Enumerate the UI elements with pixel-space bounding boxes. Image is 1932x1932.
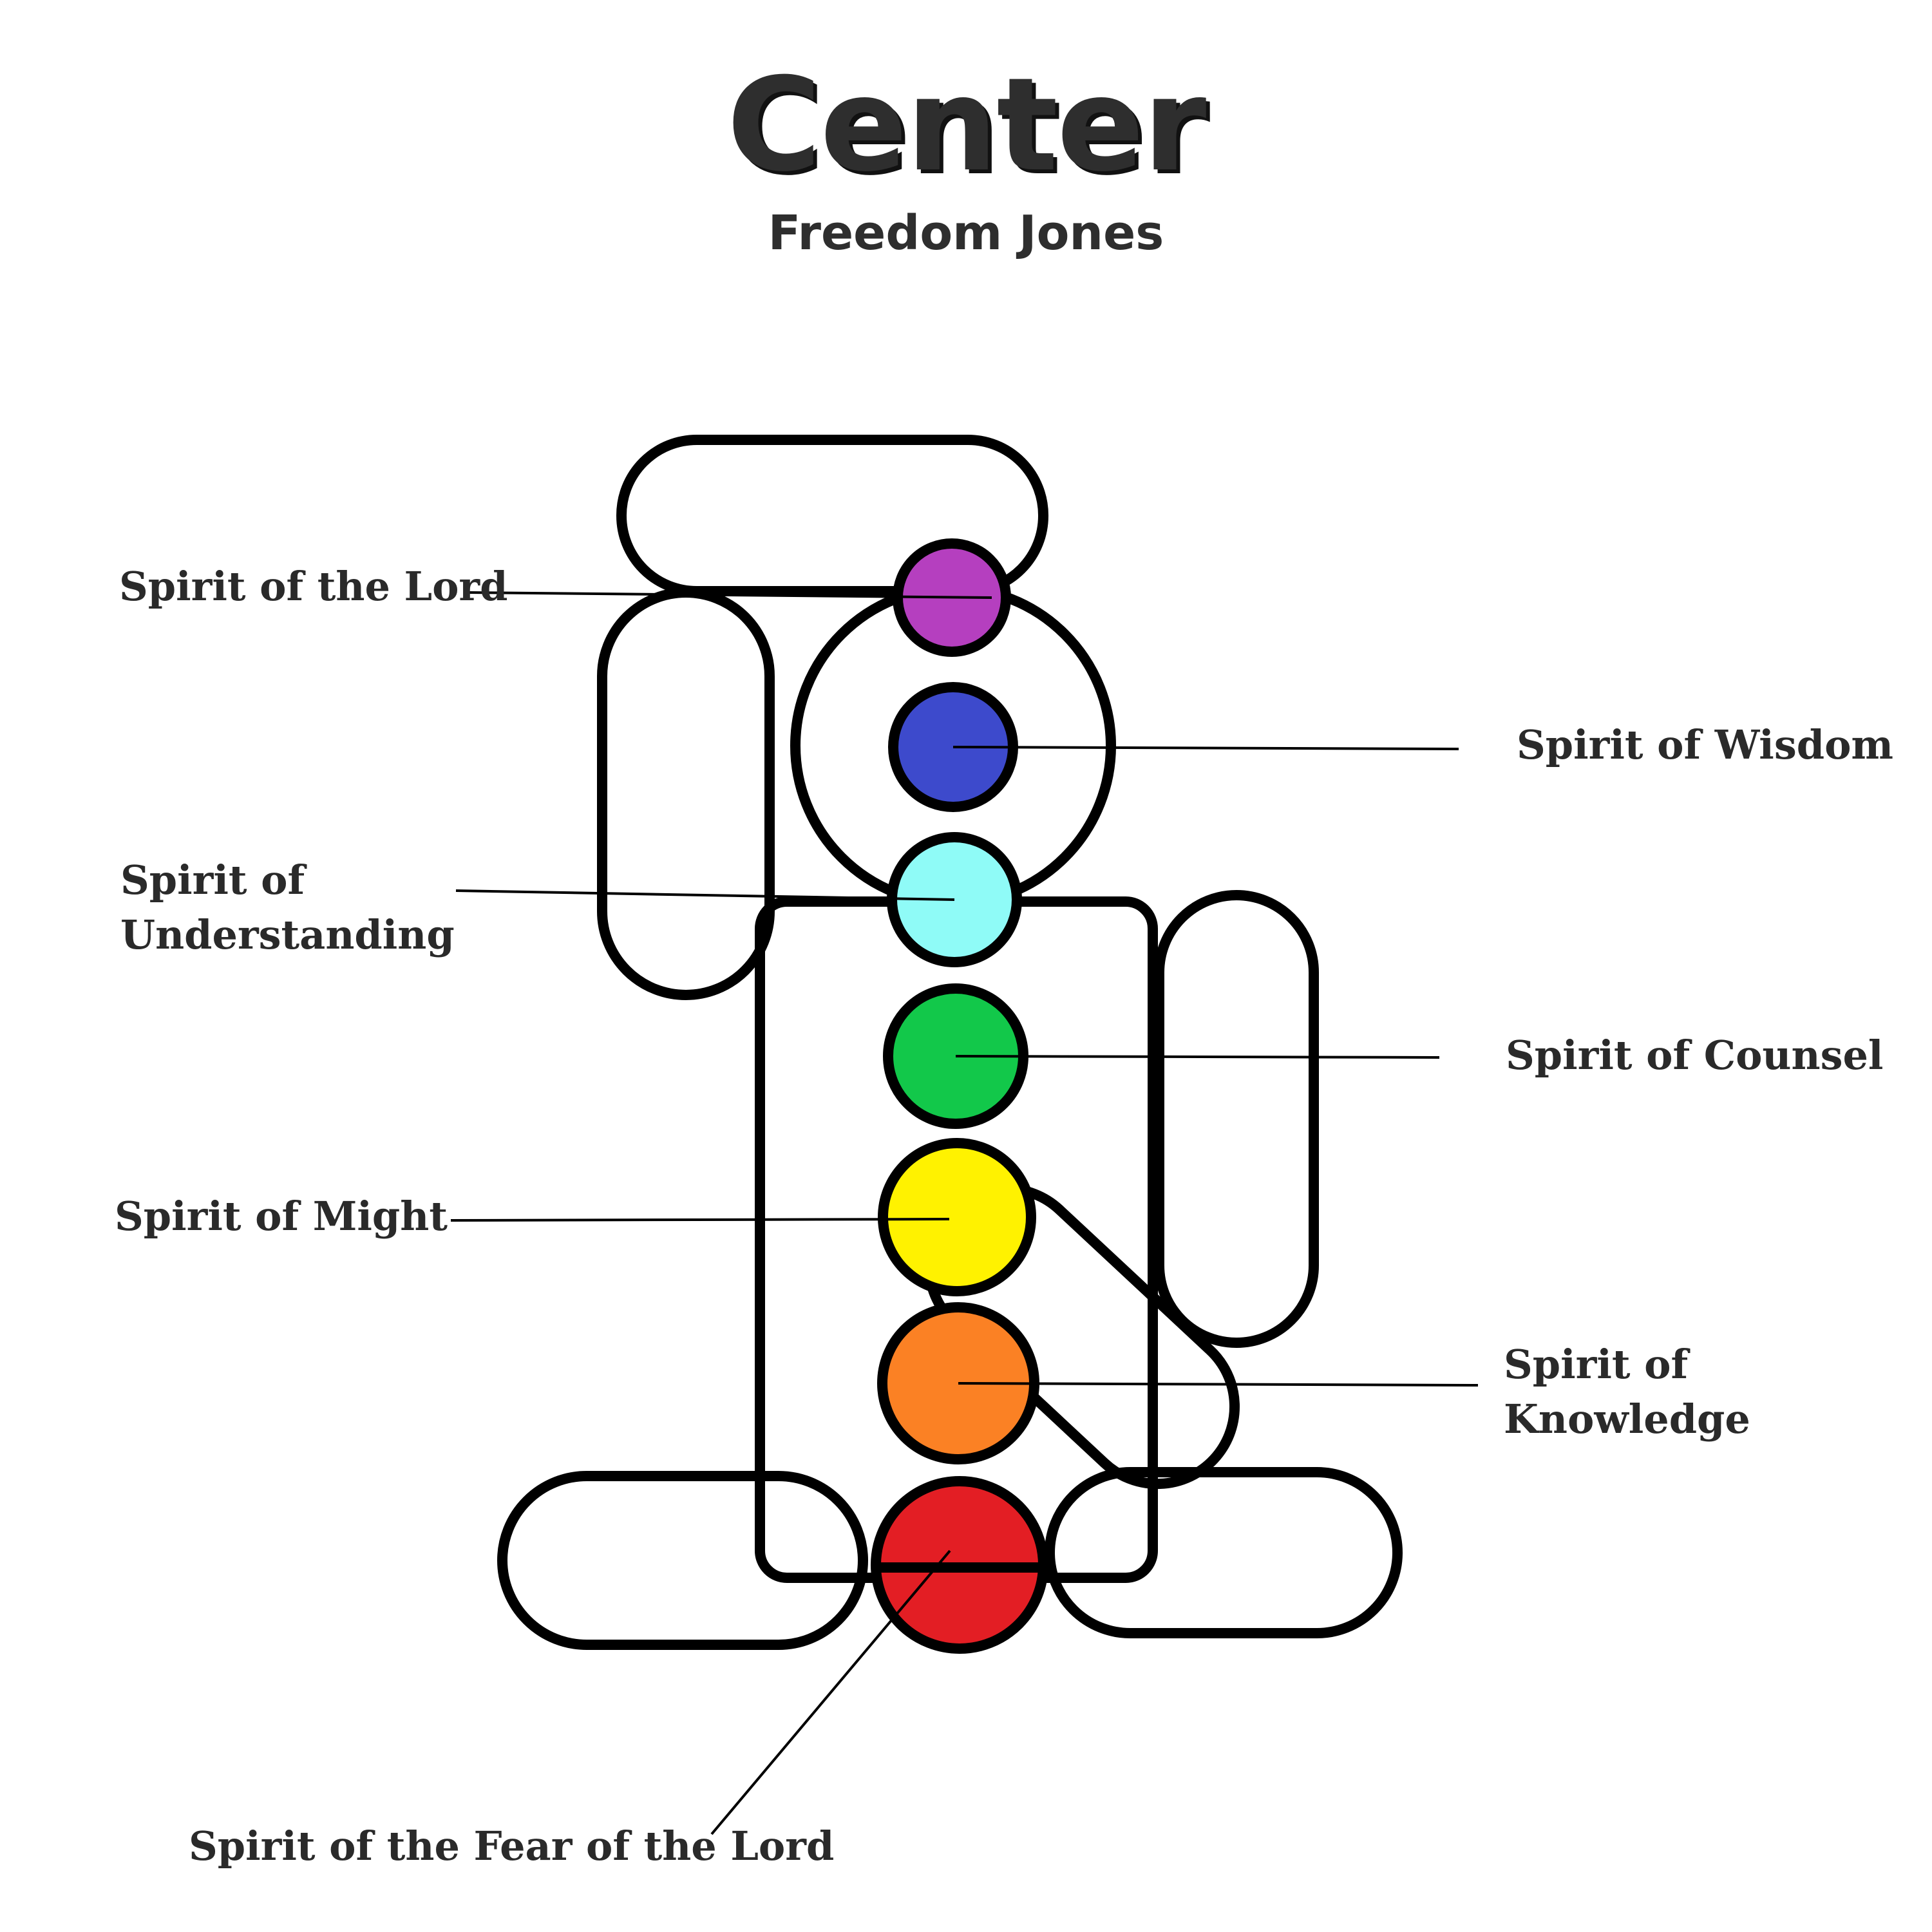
leader-line-fear <box>710 1549 951 1835</box>
figure-right-leg <box>1045 1467 1403 1638</box>
label-spirit-of-wisdom: Spirit of Wisdom <box>1517 721 1893 768</box>
label-spirit-of-knowledge-line-2: Knowledge <box>1504 1396 1750 1443</box>
figure-head-band <box>616 435 1048 596</box>
author-name: Freedom Jones <box>768 205 1164 261</box>
label-spirit-of-the-fear-of-the-lord: Spirit of the Fear of the Lord <box>189 1823 834 1870</box>
label-spirit-of-the-lord: Spirit of the Lord <box>119 563 507 610</box>
label-spirit-of-knowledge-line-1: Spirit of <box>1504 1341 1690 1388</box>
leader-line-might <box>450 1218 950 1222</box>
leader-line-lord <box>466 591 992 599</box>
label-spirit-of-understanding-line-1: Spirit of <box>120 857 307 904</box>
leader-line-wisdom <box>952 746 1459 750</box>
labels: Spirit of the Lord Spirit of Wisdom Spir… <box>115 563 1893 1870</box>
leader-line-understanding <box>455 889 955 901</box>
center-circles <box>871 538 1048 1654</box>
figure-right-arm <box>1154 890 1319 1348</box>
leader-line-knowledge <box>958 1382 1479 1387</box>
page-title: Center <box>726 50 1207 200</box>
leader-lines <box>450 591 1479 1835</box>
spirit-of-might-circle <box>878 1138 1036 1296</box>
label-spirit-of-might: Spirit of Might <box>115 1193 448 1240</box>
figure-left-arm <box>597 587 775 1000</box>
label-spirit-of-understanding-line-2: Understanding <box>120 911 455 958</box>
leader-line-counsel <box>955 1055 1440 1059</box>
label-spirit-of-counsel: Spirit of Counsel <box>1506 1032 1884 1079</box>
figure-left-leg <box>497 1471 868 1650</box>
